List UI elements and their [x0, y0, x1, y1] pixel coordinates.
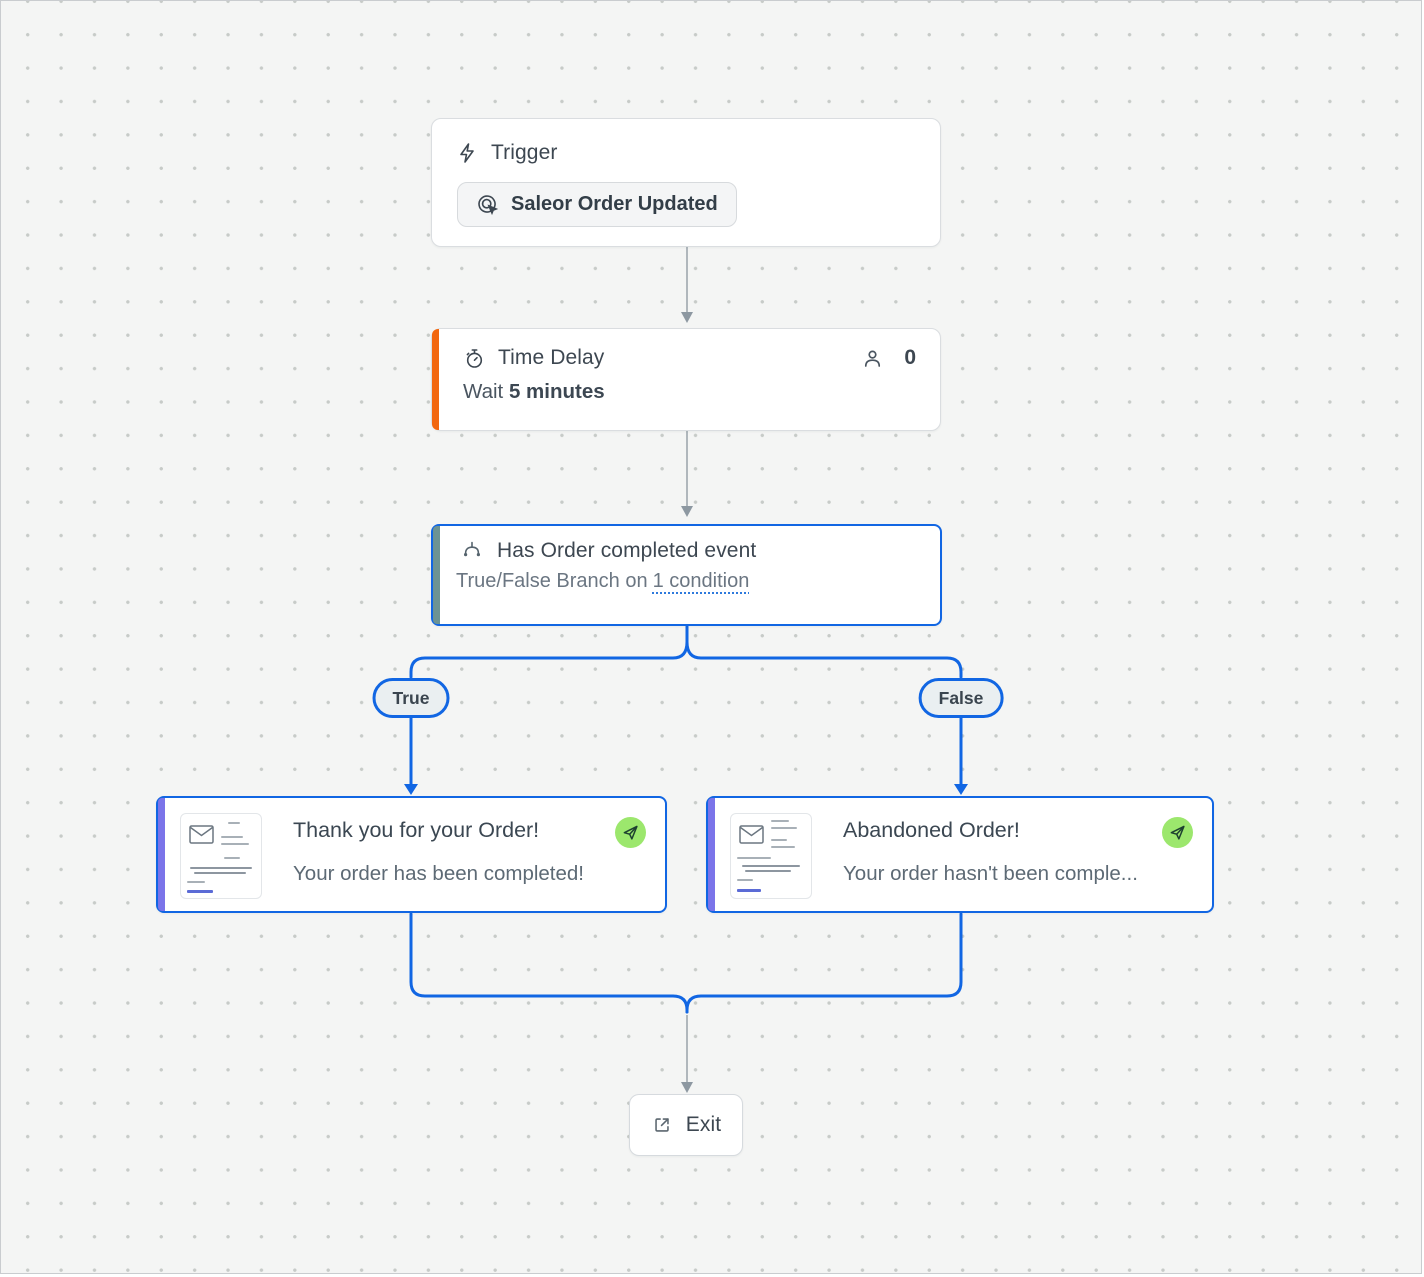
edge-branch-true: [409, 625, 689, 679]
trigger-event-label: Saleor Order Updated: [511, 193, 718, 215]
thumb-link-line: [737, 889, 761, 892]
thumb-text-line: [737, 879, 753, 881]
arrowhead-exit: [681, 1082, 693, 1093]
arrowhead-delay: [681, 312, 693, 323]
external-link-icon: [651, 1114, 673, 1136]
sent-status-badge: [615, 817, 646, 848]
email-node-order-completed[interactable]: Thank you for your Order! Your order has…: [156, 796, 667, 913]
email-template-thumbnail: [730, 813, 812, 899]
thumb-text-line: [771, 839, 787, 841]
trigger-event-button[interactable]: Saleor Order Updated: [457, 182, 737, 227]
arrowhead-email-false: [954, 784, 968, 795]
branch-false-pill[interactable]: False: [918, 678, 1004, 718]
email-subtitle: Your order hasn't been comple...: [843, 862, 1138, 885]
thumb-text-line: [190, 867, 252, 869]
thumb-text-line: [742, 865, 800, 867]
email-title: Thank you for your Order!: [293, 818, 540, 842]
envelope-icon: [189, 825, 214, 844]
branch-true-pill[interactable]: True: [372, 678, 450, 718]
stopwatch-icon: [463, 347, 486, 370]
branch-node[interactable]: Has Order completed event True/False Bra…: [431, 524, 942, 626]
email-title: Abandoned Order!: [843, 818, 1020, 842]
envelope-icon: [739, 825, 764, 844]
delay-title: Time Delay: [498, 346, 605, 369]
edge-email-false-merge: [685, 912, 963, 1014]
thumb-text-line: [224, 857, 240, 859]
condition-prefix: True/False Branch on: [456, 570, 648, 592]
email-stripe: [158, 798, 165, 911]
thumb-text-line: [221, 843, 249, 845]
thumb-text-line: [228, 822, 240, 824]
trigger-title: Trigger: [491, 141, 558, 164]
email-node-abandoned-order[interactable]: Abandoned Order! Your order hasn't been …: [706, 796, 1214, 913]
edge-branch-false: [685, 625, 963, 679]
exit-node[interactable]: Exit: [629, 1094, 743, 1156]
true-label: True: [392, 687, 430, 708]
false-label: False: [938, 687, 984, 708]
thumb-text-line: [737, 857, 771, 859]
lightning-icon: [456, 142, 478, 164]
delay-wait-line: Wait 5 minutes: [432, 370, 940, 404]
wait-prefix: Wait: [463, 380, 504, 403]
sent-status-badge: [1162, 817, 1193, 848]
wait-value: 5 minutes: [508, 380, 605, 403]
email-subtitle: Your order has been completed!: [293, 862, 584, 885]
thumb-text-line: [771, 820, 789, 822]
thumb-text-line: [771, 846, 795, 848]
condition-link[interactable]: 1 condition: [652, 570, 750, 592]
trigger-node[interactable]: Trigger Saleor Order Updated: [431, 118, 941, 247]
exit-label: Exit: [685, 1113, 722, 1136]
arrowhead-branch: [681, 506, 693, 517]
thumb-text-line: [745, 870, 791, 872]
user-icon: [862, 348, 883, 369]
branch-stripe: [433, 526, 440, 624]
email-stripe: [708, 798, 715, 911]
arrowhead-email-true: [404, 784, 418, 795]
thumb-text-line: [194, 872, 246, 874]
thumb-text-line: [221, 836, 243, 838]
branch-split-icon: [460, 539, 484, 563]
thumb-text-line: [771, 827, 797, 829]
click-target-icon: [476, 193, 500, 217]
delay-stripe: [432, 329, 439, 430]
time-delay-node[interactable]: Time Delay 0 Wait 5 minutes: [431, 328, 941, 431]
thumb-text-line: [187, 881, 205, 883]
send-paper-plane-icon: [1169, 824, 1186, 841]
edge-email-true-merge: [409, 912, 689, 1014]
branch-title: Has Order completed event: [497, 539, 757, 562]
delay-user-count: 0: [904, 346, 916, 369]
send-paper-plane-icon: [622, 824, 639, 841]
thumb-link-line: [187, 890, 213, 893]
email-template-thumbnail: [180, 813, 262, 899]
